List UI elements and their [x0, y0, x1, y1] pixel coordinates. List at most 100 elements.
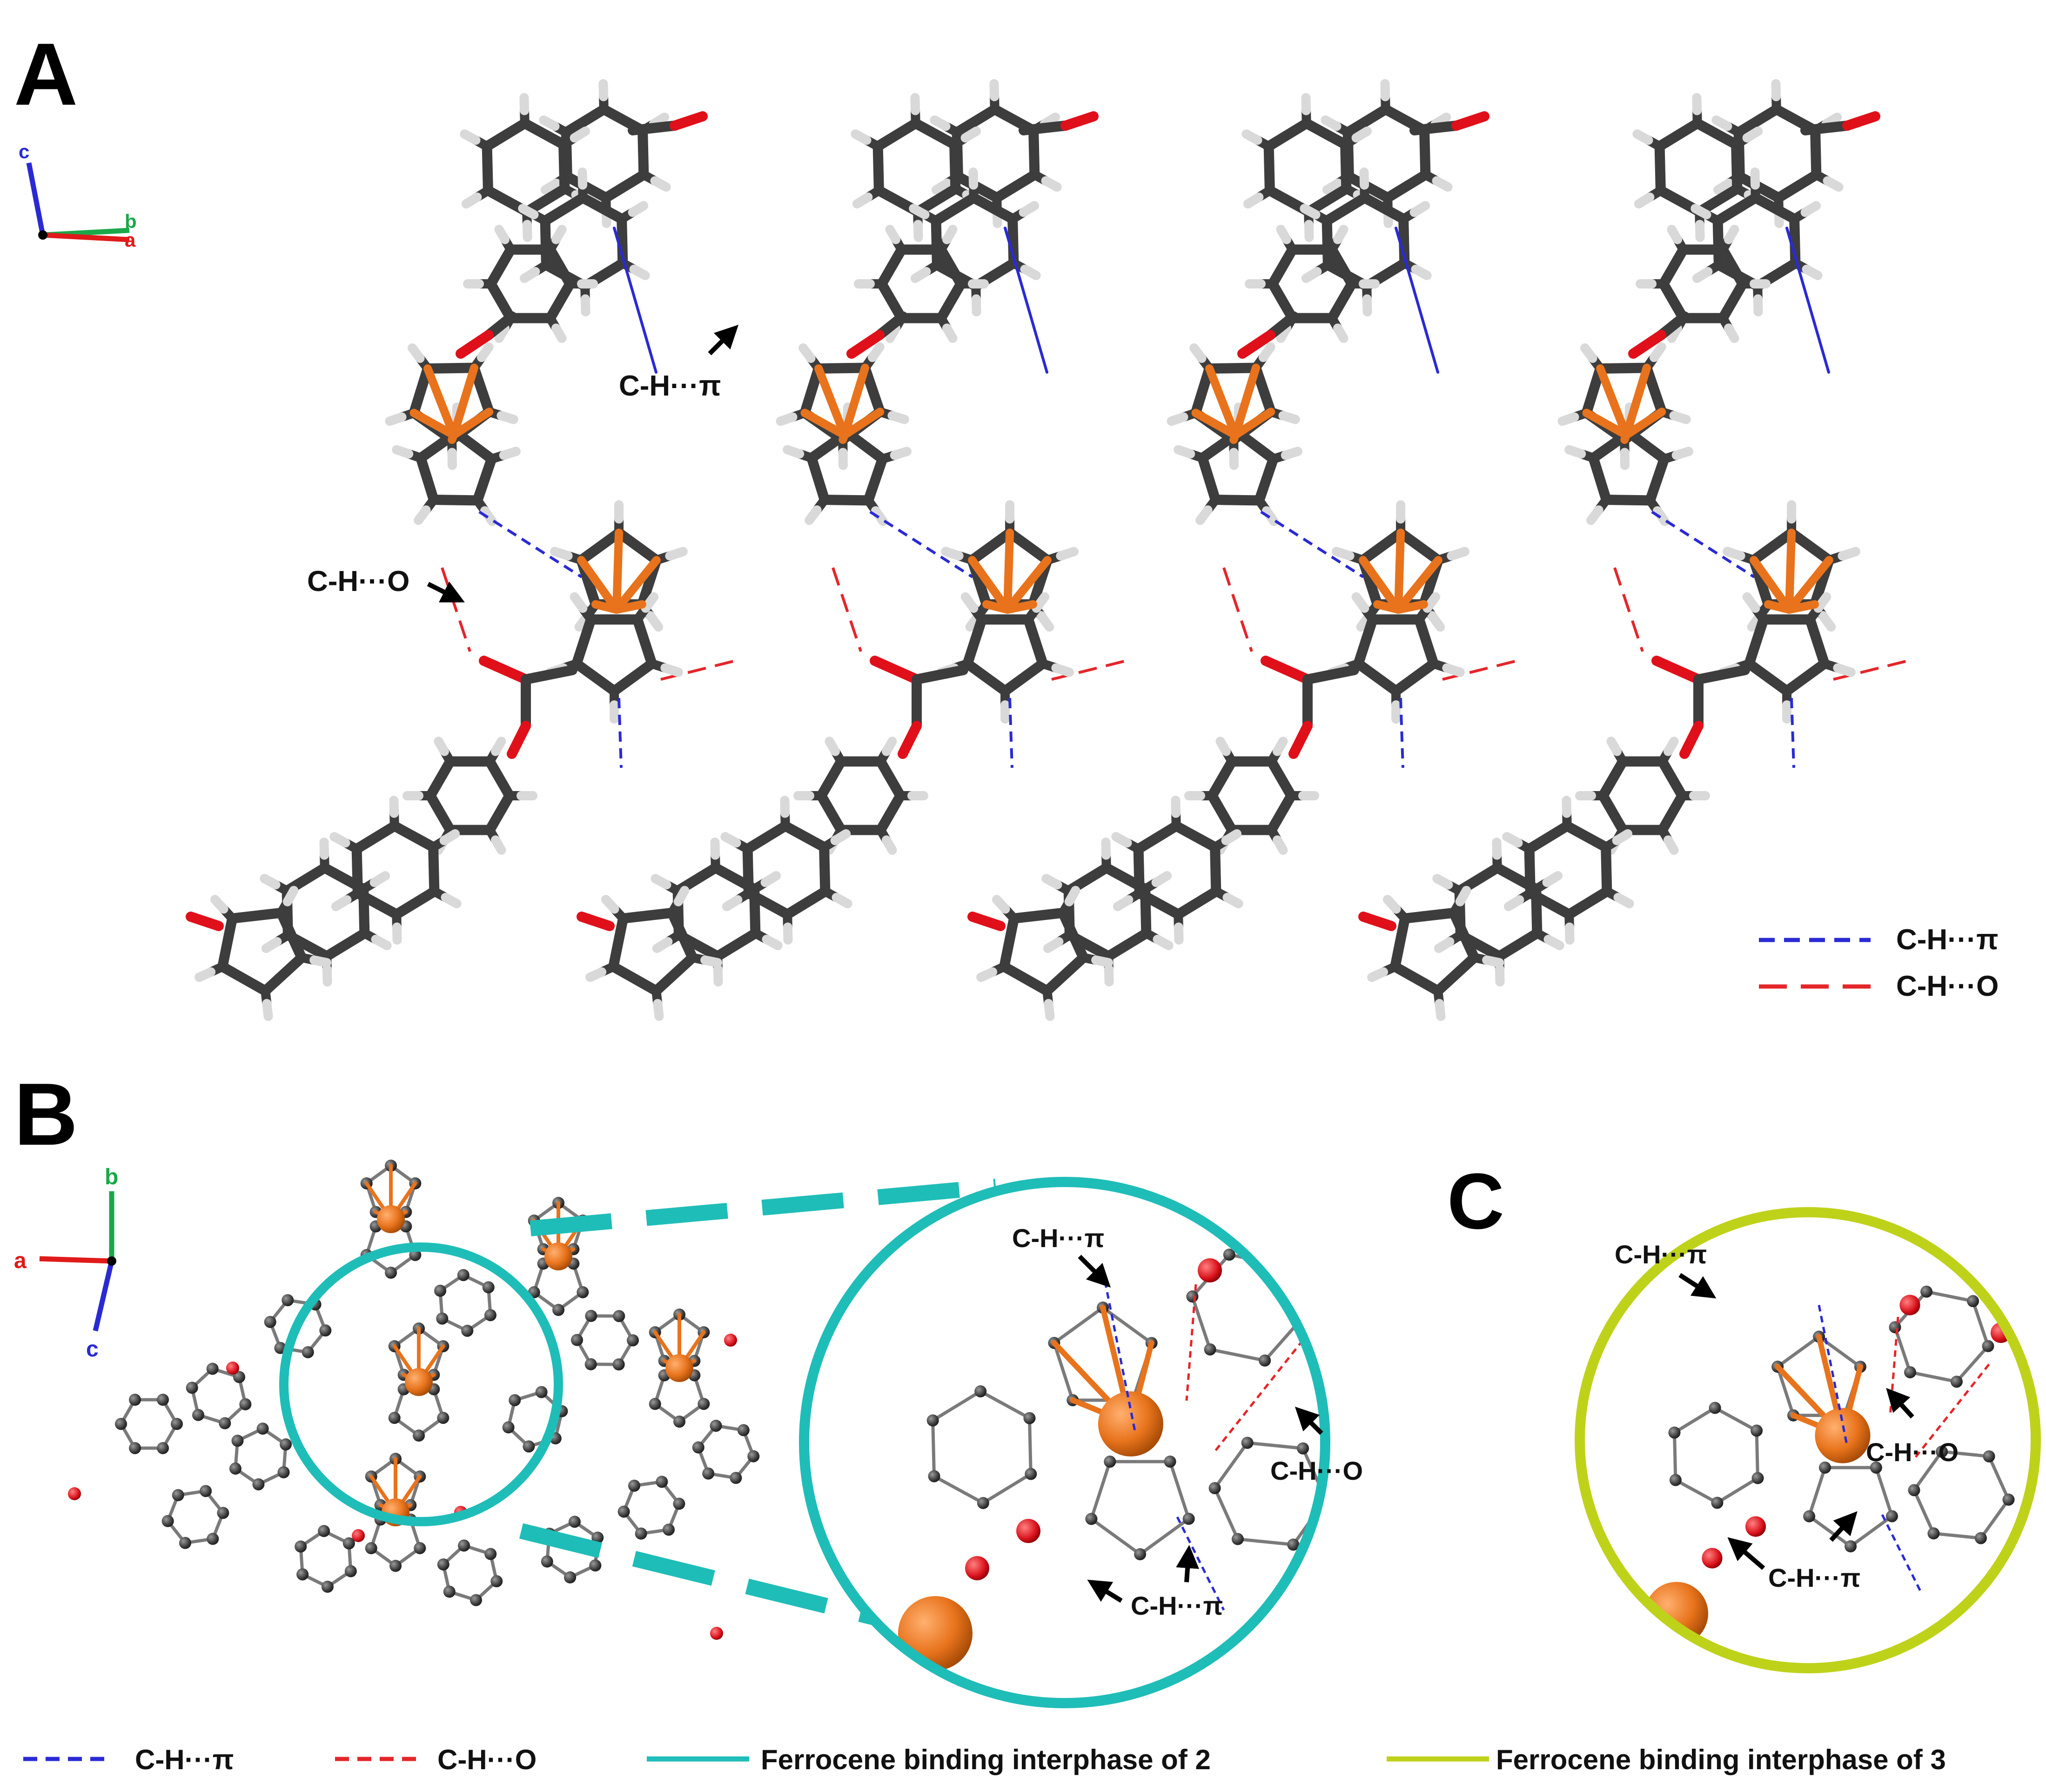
- bond: [1731, 139, 1743, 194]
- bond: [1654, 141, 1666, 196]
- bond: [968, 556, 1012, 614]
- bond: [877, 279, 907, 323]
- atom: [385, 1267, 397, 1279]
- bond: [712, 928, 761, 961]
- bond: [1651, 656, 1704, 685]
- bond: [439, 829, 460, 846]
- bond: [1908, 1370, 1959, 1383]
- atom: [2002, 1493, 2015, 1506]
- atom: [434, 1284, 447, 1297]
- atom: [319, 1324, 332, 1337]
- atom: [1908, 1484, 1920, 1497]
- bond: [1564, 445, 1586, 459]
- atom: [207, 1532, 219, 1545]
- bond: [276, 907, 307, 963]
- bond: [875, 756, 906, 801]
- atom: [484, 1548, 497, 1560]
- bond: [1263, 141, 1275, 196]
- bond: [494, 323, 510, 343]
- ch-pi-contact: [1101, 1270, 1137, 1434]
- bond: [1679, 721, 1704, 759]
- atom: [613, 1310, 625, 1322]
- atom: [730, 1472, 742, 1484]
- bond: [1628, 330, 1666, 359]
- bond: [887, 411, 909, 424]
- atom: [200, 1485, 212, 1497]
- axis-a-label-a: a: [125, 229, 136, 251]
- bond: [1276, 323, 1291, 343]
- bond: [1058, 907, 1089, 963]
- bond: [931, 1418, 936, 1478]
- atom: [172, 1489, 184, 1502]
- bond: [645, 611, 664, 632]
- bond: [1173, 886, 1221, 919]
- bond: [1263, 118, 1312, 152]
- atom: [321, 1580, 334, 1593]
- atom: [1967, 1295, 1979, 1308]
- bond: [1195, 505, 1213, 525]
- bond: [1003, 600, 1037, 614]
- bond: [1598, 791, 1628, 835]
- atom: [635, 1527, 647, 1540]
- bond: [540, 215, 551, 270]
- bond: [331, 895, 352, 912]
- bond: [877, 244, 907, 289]
- atom: [649, 1398, 661, 1410]
- bond: [1064, 886, 1080, 906]
- bond: [931, 178, 952, 195]
- bond: [1712, 193, 1761, 226]
- ch-o-contact: [1833, 659, 1908, 681]
- bond: [1664, 835, 1679, 855]
- bond: [936, 279, 966, 323]
- atom: [928, 1470, 940, 1483]
- bond: [651, 874, 671, 890]
- bond: [1435, 999, 1446, 1021]
- bond: [949, 139, 961, 194]
- atom: [161, 1515, 174, 1527]
- bond: [460, 129, 481, 145]
- bond: [522, 220, 532, 242]
- bond: [863, 454, 888, 506]
- bond: [491, 737, 506, 756]
- ch-o-contact: [441, 567, 471, 652]
- atom: [1023, 1412, 1036, 1424]
- bond: [1391, 658, 1439, 696]
- bond: [673, 886, 690, 906]
- bond: [608, 913, 629, 972]
- bond: [1153, 934, 1174, 950]
- atom: [692, 1441, 704, 1454]
- bond: [1333, 225, 1348, 244]
- bond: [1805, 614, 1830, 669]
- bond: [518, 204, 539, 220]
- bond: [798, 343, 816, 363]
- bond: [665, 547, 688, 561]
- bond: [389, 821, 439, 852]
- bond: [1622, 408, 1666, 439]
- bond: [1940, 1450, 1991, 1458]
- bond: [484, 756, 515, 801]
- bond: [632, 614, 657, 669]
- bond: [521, 665, 577, 685]
- bond: [700, 955, 723, 967]
- bond: [898, 721, 922, 759]
- bond: [577, 168, 588, 190]
- bond: [1849, 1514, 1894, 1548]
- bond: [1482, 955, 1504, 967]
- bond: [1434, 937, 1455, 953]
- bond: [1409, 121, 1462, 135]
- bond: [1233, 428, 1279, 464]
- bond: [598, 79, 609, 101]
- bond: [1340, 139, 1352, 194]
- bond: [942, 225, 958, 244]
- legend-bottom: C-H···π C-H···O Ferrocene binding interp…: [23, 1744, 1946, 1775]
- atom: [1669, 1474, 1682, 1486]
- bond: [434, 737, 449, 756]
- bond: [369, 871, 390, 887]
- bond: [571, 614, 596, 669]
- atom: [1702, 1548, 1723, 1569]
- atom: [656, 1476, 668, 1488]
- bond: [522, 183, 570, 217]
- bond: [614, 528, 662, 565]
- bond: [319, 863, 369, 894]
- atom: [68, 1487, 81, 1500]
